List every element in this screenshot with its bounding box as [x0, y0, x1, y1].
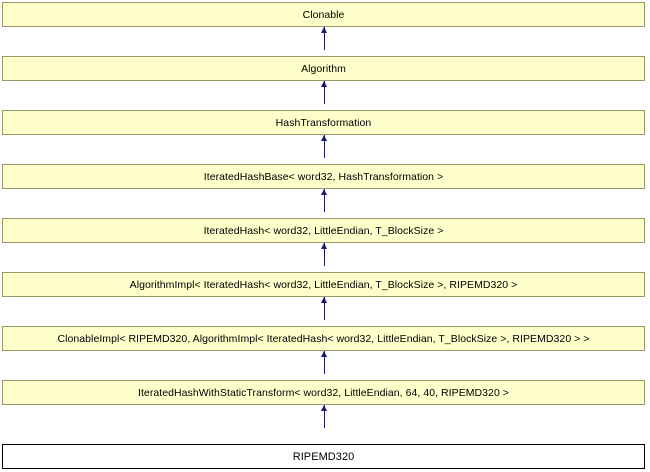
inheritance-edge-8 [324, 405, 325, 428]
inheritance-edge-4 [324, 189, 325, 212]
class-node-label: ClonableImpl< RIPEMD320, AlgorithmImpl< … [57, 332, 590, 345]
class-node-label: Algorithm [301, 62, 346, 75]
inheritance-arrowhead-2 [321, 81, 327, 87]
class-node-hashtransformation[interactable]: HashTransformation [2, 110, 645, 135]
class-node-iteratedhashbase[interactable]: IteratedHashBase< word32, HashTransforma… [2, 164, 645, 189]
inheritance-arrowhead-4 [321, 189, 327, 195]
class-node-algorithmimpl[interactable]: AlgorithmImpl< IteratedHash< word32, Lit… [2, 272, 645, 297]
inheritance-edge-2 [324, 81, 325, 104]
class-node-clonable[interactable]: Clonable [2, 2, 645, 27]
class-node-algorithm[interactable]: Algorithm [2, 56, 645, 81]
class-node-label: IteratedHashWithStaticTransform< word32,… [138, 386, 509, 399]
class-node-label: Clonable [302, 8, 345, 21]
class-node-ripemd320-current[interactable]: RIPEMD320 [2, 444, 645, 469]
inheritance-edge-6 [324, 297, 325, 320]
class-node-clonableimpl[interactable]: ClonableImpl< RIPEMD320, AlgorithmImpl< … [2, 326, 645, 351]
class-node-label: IteratedHash< word32, LittleEndian, T_Bl… [203, 224, 444, 237]
inheritance-edge-1 [324, 27, 325, 50]
inheritance-arrowhead-5 [321, 243, 327, 249]
inheritance-arrowhead-6 [321, 297, 327, 303]
inheritance-edge-5 [324, 243, 325, 266]
class-node-label: AlgorithmImpl< IteratedHash< word32, Lit… [129, 278, 518, 291]
class-node-label: RIPEMD320 [292, 450, 355, 463]
inheritance-arrowhead-7 [321, 351, 327, 357]
inheritance-arrowhead-3 [321, 135, 327, 141]
inheritance-arrowhead-8 [321, 405, 327, 411]
inheritance-edge-3 [324, 135, 325, 158]
class-node-label: IteratedHashBase< word32, HashTransforma… [203, 170, 444, 183]
inheritance-arrowhead-1 [321, 27, 327, 33]
class-node-iteratedhashwithstatictransform[interactable]: IteratedHashWithStaticTransform< word32,… [2, 380, 645, 405]
class-node-iteratedhash[interactable]: IteratedHash< word32, LittleEndian, T_Bl… [2, 218, 645, 243]
class-node-label: HashTransformation [275, 116, 372, 129]
inheritance-edge-7 [324, 351, 325, 374]
